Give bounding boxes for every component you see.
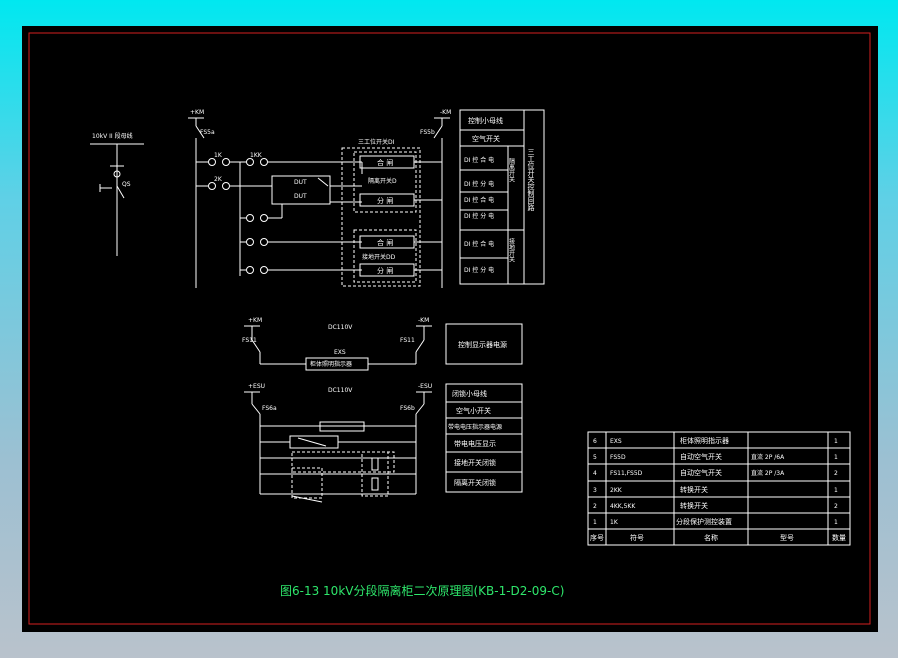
figure-caption: 图6-13 10kV分段隔离柜二次原理图(KB-1-D2-09-C) [280, 583, 564, 598]
svg-text:转换开关: 转换开关 [680, 485, 708, 494]
svg-text:+ESU: +ESU [248, 383, 265, 390]
svg-text:自动空气开关: 自动空气开关 [680, 468, 722, 477]
svg-text:3: 3 [593, 487, 597, 494]
schematic-drawing: 10kV II 段母线 QS +KM FS5a -KM FS5b 1K 1KK … [28, 32, 871, 625]
svg-text:4: 4 [593, 470, 597, 477]
coil-to-rail-links [414, 161, 442, 271]
svg-text:DI 控 分 电: DI 控 分 电 [464, 266, 494, 274]
svg-text:接地开关闭锁: 接地开关闭锁 [454, 458, 496, 467]
dashed-enclosure [341, 147, 421, 287]
svg-text:FS5D: FS5D [610, 454, 626, 461]
svg-text:1: 1 [834, 454, 838, 461]
svg-text:空气开关: 空气开关 [472, 134, 500, 143]
svg-text:DI 控 分 电: DI 控 分 电 [464, 180, 494, 188]
svg-text:合 闸: 合 闸 [377, 158, 393, 167]
svg-text:隔离开关闭锁: 隔离开关闭锁 [454, 478, 496, 487]
drawing-frame [28, 32, 871, 625]
interlock-label-table: 闭锁小母线 空气小开关 带电电压指示器电源 带电电压显示 接地开关闭锁 隔离开关… [445, 383, 523, 493]
svg-text:DI 控 分 电: DI 控 分 电 [464, 212, 494, 220]
fuse-right-label: FS5b [420, 129, 435, 136]
legend-box [445, 323, 523, 365]
svg-text:1: 1 [834, 487, 838, 494]
svg-text:-ESU: -ESU [418, 383, 432, 390]
box2-inner: 接地开关DD [362, 253, 396, 261]
svg-text:分段保护测控装置: 分段保护测控装置 [676, 517, 732, 526]
svg-text:2: 2 [834, 503, 838, 510]
svg-text:DI 控 合 电: DI 控 合 电 [464, 196, 494, 204]
box1-title: 三工位开关DI [358, 138, 395, 146]
svg-text:DUT: DUT [294, 179, 307, 186]
svg-text:-KM: -KM [418, 317, 429, 324]
svg-text:5: 5 [593, 454, 597, 461]
svg-text:闭锁小母线: 闭锁小母线 [452, 389, 487, 398]
plus-km-label: +KM [190, 109, 204, 116]
svg-text:1K: 1K [610, 519, 619, 526]
svg-text:三工位开关控制回路: 三工位开关控制回路 [527, 148, 535, 212]
svg-text:数量: 数量 [832, 533, 846, 542]
svg-text:6: 6 [593, 438, 597, 445]
svg-text:FS6a: FS6a [262, 405, 277, 412]
qs-label: QS [122, 181, 131, 188]
svg-text:2K: 2K [214, 176, 223, 183]
svg-text:隔离开关: 隔离开关 [508, 157, 515, 183]
svg-text:DI 控 合 电: DI 控 合 电 [464, 156, 494, 164]
bus-label: 10kV II 段母线 [92, 132, 133, 140]
svg-text:FS11: FS11 [400, 337, 415, 344]
minus-km-label: -KM [440, 109, 451, 116]
control-circuit-table: 控制小母线 空气开关 隔离开关 接地开关 三工位开关控制回路 [459, 109, 545, 285]
qs-blade [116, 185, 125, 199]
svg-text:直流 2P /3A: 直流 2P /3A [751, 469, 785, 477]
svg-text:DUT: DUT [294, 193, 307, 200]
parts-table: 6 EXS 柜体照明指示器 1 5 FS5D 自动空气开关 直流 2P /6A … [587, 431, 851, 546]
svg-text:EXS: EXS [334, 349, 346, 356]
svg-text:DC110V: DC110V [328, 324, 353, 331]
earthing-group [353, 229, 417, 283]
svg-text:DI 控 合 电: DI 控 合 电 [464, 240, 494, 248]
svg-text:+KM: +KM [248, 317, 262, 324]
box1-inner: 隔离开关D [368, 177, 397, 185]
svg-text:自动空气开关: 自动空气开关 [680, 452, 722, 461]
svg-text:4KK,5KK: 4KK,5KK [610, 503, 636, 510]
svg-text:序号: 序号 [590, 533, 604, 542]
svg-text:1KK: 1KK [250, 152, 263, 159]
control-rungs: 1K 1KK 2K DUT DUT [196, 152, 363, 276]
disconnector-group [353, 151, 417, 213]
svg-text:名称: 名称 [704, 533, 718, 542]
svg-text:柜体照明指示器: 柜体照明指示器 [310, 360, 352, 368]
svg-text:转换开关: 转换开关 [680, 501, 708, 510]
svg-text:EXS: EXS [610, 438, 622, 445]
svg-text:分 闸: 分 闸 [377, 196, 393, 205]
svg-text:直流 2P /6A: 直流 2P /6A [751, 453, 785, 461]
svg-text:1: 1 [593, 519, 597, 526]
svg-text:FS11: FS11 [242, 337, 257, 344]
fuse-top-label: FS5a [200, 129, 215, 136]
svg-text:2: 2 [593, 503, 597, 510]
svg-text:柜体照明指示器: 柜体照明指示器 [680, 436, 729, 445]
legend-text: 控制显示器电源 [458, 340, 507, 349]
svg-text:型号: 型号 [780, 533, 794, 542]
svg-text:1: 1 [834, 438, 838, 445]
svg-text:DC110V: DC110V [328, 387, 353, 394]
svg-text:符号: 符号 [630, 533, 644, 542]
svg-text:空气小开关: 空气小开关 [456, 406, 491, 415]
lighting-circuit: +KM FS11 DC110V -KM FS11 柜体照明指示器 EXS [242, 317, 432, 371]
svg-text:控制小母线: 控制小母线 [468, 116, 503, 125]
svg-text:带电电压指示器电源: 带电电压指示器电源 [448, 423, 502, 431]
svg-text:1: 1 [834, 519, 838, 526]
svg-text:FS6b: FS6b [400, 405, 415, 412]
svg-text:分 闸: 分 闸 [377, 266, 393, 275]
svg-text:2: 2 [834, 470, 838, 477]
svg-text:合 闸: 合 闸 [377, 238, 393, 247]
svg-text:1K: 1K [214, 152, 223, 159]
svg-text:2KK: 2KK [610, 487, 623, 494]
svg-text:接地开关: 接地开关 [508, 237, 515, 263]
interlock-circuit: +ESU FS6a DC110V -ESU FS6b [244, 383, 432, 503]
svg-text:带电电压显示: 带电电压显示 [454, 439, 496, 448]
svg-text:FS11,FS5D: FS11,FS5D [610, 470, 643, 477]
drawing-canvas: 10kV II 段母线 QS +KM FS5a -KM FS5b 1K 1KK … [22, 26, 878, 632]
